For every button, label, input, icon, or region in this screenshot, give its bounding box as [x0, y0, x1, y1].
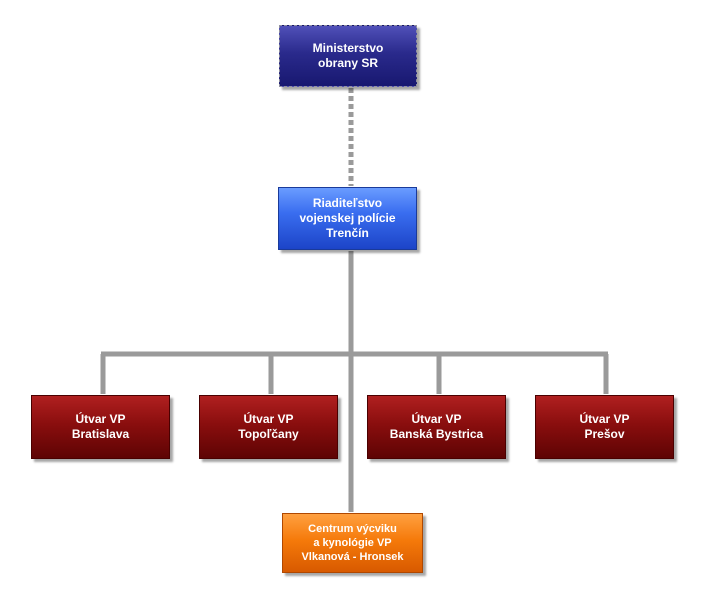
- node-ministry-line2: obrany SR: [317, 56, 378, 70]
- node-ministry-line1: Ministerstvo: [312, 41, 384, 55]
- node-unit-line1: Útvar VP: [579, 412, 630, 426]
- node-unit-bratislava: Útvar VP Bratislava: [31, 395, 170, 459]
- node-unit-line1: Útvar VP: [75, 412, 126, 426]
- node-training-center-line1: Centrum výcviku: [308, 523, 397, 535]
- node-unit-line2: Topoľčany: [238, 427, 299, 441]
- node-unit-line1: Útvar VP: [243, 412, 294, 426]
- node-directorate-line1: Riaditeľstvo: [312, 196, 383, 210]
- node-directorate: Riaditeľstvo vojenskej polície Trenčín: [278, 187, 417, 250]
- node-ministry: Ministerstvo obrany SR: [279, 25, 417, 87]
- node-training-center: Centrum výcviku a kynológie VP Vlkanová …: [282, 513, 423, 573]
- node-unit-line1: Útvar VP: [411, 412, 462, 426]
- node-unit-presov: Útvar VP Prešov: [535, 395, 674, 459]
- node-unit-topolcany: Útvar VP Topoľčany: [199, 395, 338, 459]
- node-directorate-line3: Trenčín: [326, 226, 369, 240]
- node-unit-banska-bystrica: Útvar VP Banská Bystrica: [367, 395, 506, 459]
- node-unit-line2: Prešov: [584, 427, 625, 441]
- node-unit-line2: Bratislava: [71, 427, 130, 441]
- node-unit-line2: Banská Bystrica: [389, 427, 484, 441]
- node-directorate-line2: vojenskej polície: [299, 211, 396, 225]
- node-training-center-line2: a kynológie VP: [313, 537, 392, 549]
- node-training-center-line3: Vlkanová - Hronsek: [301, 551, 404, 563]
